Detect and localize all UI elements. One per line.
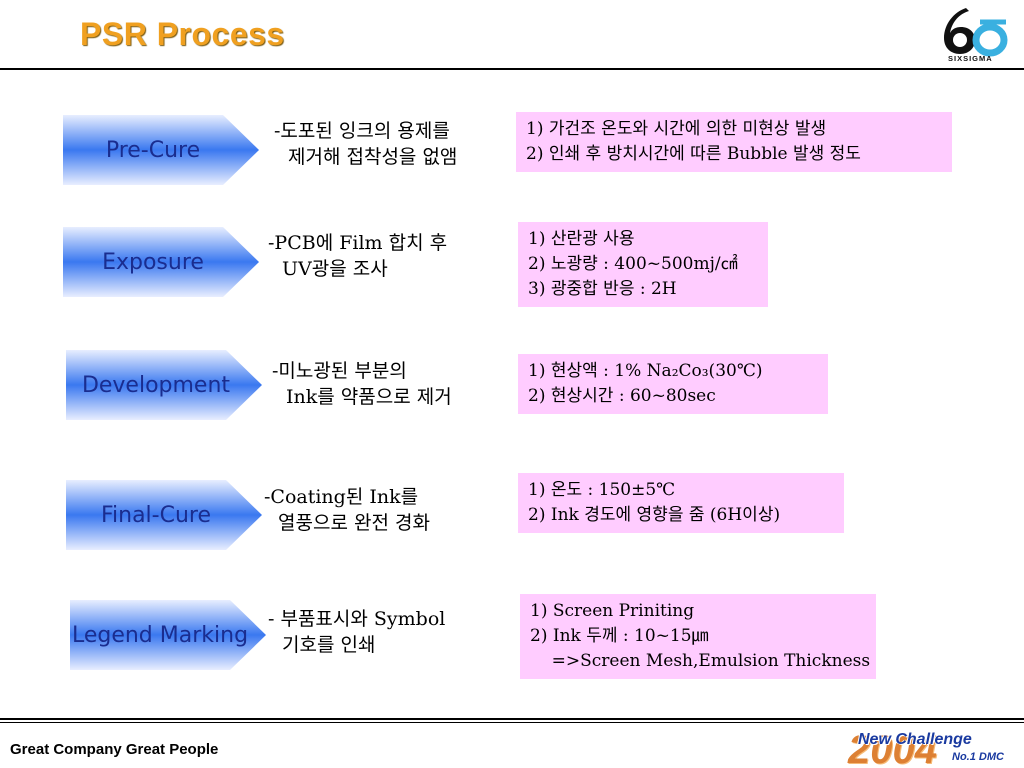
description-line: -PCB에 Film 합치 후 <box>268 232 448 254</box>
note-line: 1) Screen Priniting <box>530 601 695 621</box>
step-arrow: Exposure <box>63 227 259 297</box>
note-line: 2) Ink 경도에 영향을 줌 (6H이상) <box>528 505 781 525</box>
note-line: 1) 온도 : 150±5℃ <box>528 480 676 500</box>
slide-title: PSR Process <box>80 16 285 52</box>
description-line: 기호를 인쇄 <box>282 634 376 656</box>
step-note-box: 1) 산란광 사용 2) 노광량 : 400~500mj/㎠ 3) 광중합 반응 :… <box>518 222 768 307</box>
step-arrow: Legend Marking <box>70 600 266 670</box>
description-line: -미노광된 부분의 <box>272 360 407 382</box>
note-line: 2) 노광량 : 400~500mj/㎠ <box>528 254 738 274</box>
description-line: Ink를 약품으로 제거 <box>286 386 452 408</box>
footer-slogan: Great Company Great People <box>10 741 219 758</box>
top-divider <box>0 68 1024 70</box>
note-line: 3) 광중합 반응 : 2H <box>528 279 677 299</box>
step-label: Development <box>81 372 231 398</box>
bottom-divider <box>0 718 1024 720</box>
sixsigma-logo <box>944 8 1008 57</box>
step-arrow: Development <box>66 350 262 420</box>
step-description: -PCB에 Film 합치 후 UV광을 조사 <box>268 230 447 282</box>
step-label: Final-Cure <box>100 502 212 528</box>
note-line: 2) Ink 두께 : 10~15㎛ <box>530 626 709 646</box>
description-line: -도포된 잉크의 용제를 <box>274 120 450 142</box>
step-label: Legend Marking <box>71 622 249 648</box>
note-line: 1) 현상액 : 1% Na₂Co₃(30℃) <box>528 361 763 381</box>
description-line: 열풍으로 완전 경화 <box>278 512 430 534</box>
step-note-box: 1) 온도 : 150±5℃ 2) Ink 경도에 영향을 줌 (6H이상) <box>518 473 844 533</box>
description-line: 제거해 접착성을 없앰 <box>288 146 458 168</box>
step-arrow: Final-Cure <box>66 480 262 550</box>
description-line: -Coating된 Ink를 <box>264 486 419 508</box>
step-note-box: 1) 가건조 온도와 시간에 의한 미현상 발생 2) 인쇄 후 방치시간에 따른… <box>516 112 952 172</box>
description-line: - 부품표시와 Symbol <box>268 608 446 630</box>
step-description: -미노광된 부분의 Ink를 약품으로 제거 <box>272 358 452 410</box>
step-note-box: 1) 현상액 : 1% Na₂Co₃(30℃) 2) 현상시간 : 60~80se… <box>518 354 828 414</box>
note-line: 2) 인쇄 후 방치시간에 따른 Bubble 발생 정도 <box>526 144 861 164</box>
note-line: 1) 산란광 사용 <box>528 229 635 249</box>
description-line: UV광을 조사 <box>282 258 388 280</box>
note-line: 1) 가건조 온도와 시간에 의한 미현상 발생 <box>526 119 827 139</box>
step-arrow: Pre-Cure <box>63 115 259 185</box>
footer-challenge: New Challenge <box>858 731 972 748</box>
step-label: Exposure <box>102 249 204 275</box>
logo-text: SIXSIGMA <box>948 54 993 63</box>
bottom-divider-thin <box>0 722 1024 723</box>
step-note-box: 1) Screen Priniting 2) Ink 두께 : 10~15㎛ =>… <box>520 594 876 679</box>
note-line: 2) 현상시간 : 60~80sec <box>528 386 716 406</box>
step-description: - 부품표시와 Symbol 기호를 인쇄 <box>268 606 445 658</box>
footer-year: 2004 <box>848 728 937 768</box>
note-line: =>Screen Mesh,Emulsion Thickness <box>530 651 871 671</box>
step-label: Pre-Cure <box>105 137 201 163</box>
footer-company: No.1 DMC <box>952 751 1004 763</box>
